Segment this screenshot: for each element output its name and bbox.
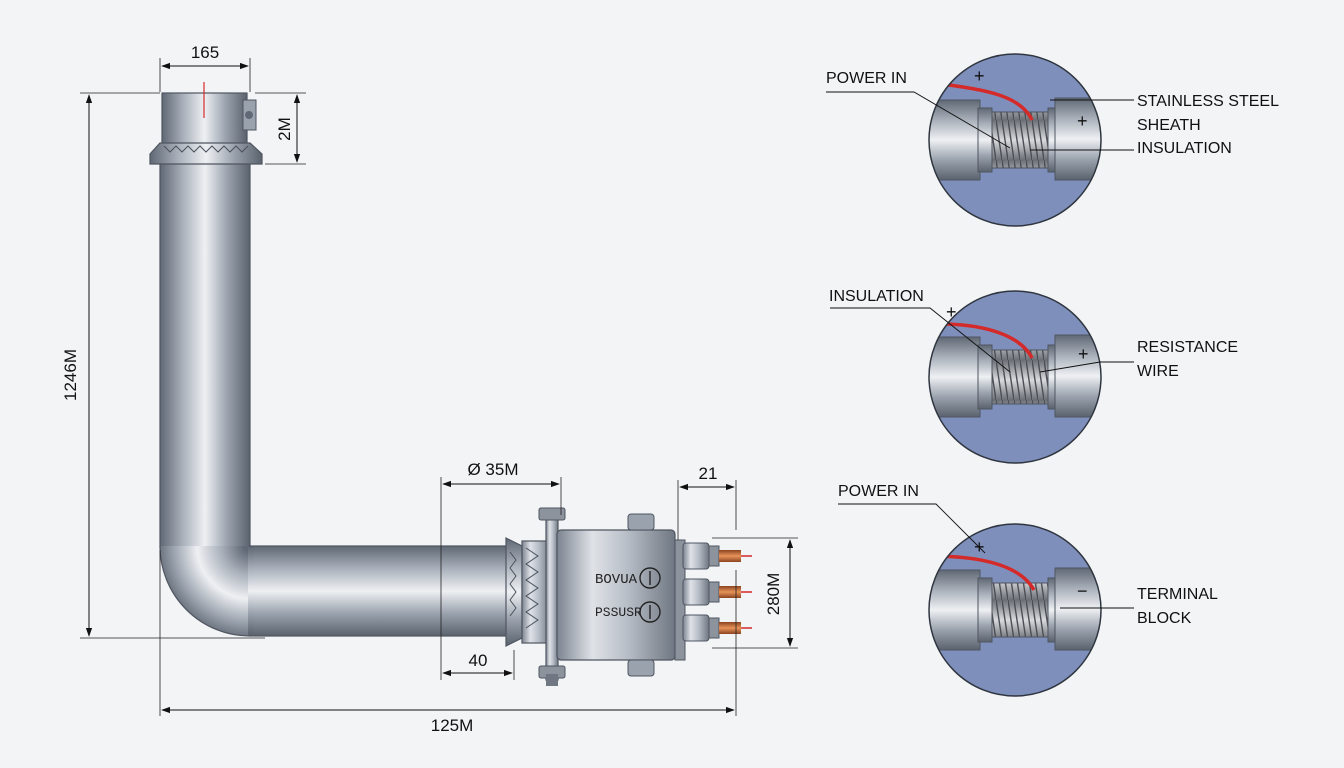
detail1-label-insulation: INSULATION xyxy=(1137,140,1232,157)
dim-flange-height: 2M xyxy=(275,117,294,141)
detail1-sign-right: + xyxy=(1077,111,1088,131)
dim-total-height: 1246M xyxy=(61,349,80,401)
pipe-collar xyxy=(505,537,551,647)
top-flange xyxy=(149,82,263,165)
heater-pipe xyxy=(159,159,513,637)
detail-view-1: + + POWER IN STAINLESS STEEL SHEATH INSU… xyxy=(826,53,1279,227)
dim-terminal-height: 280M xyxy=(764,573,783,616)
terminal-studs xyxy=(674,539,752,661)
detail1-label-sheath-2: SHEATH xyxy=(1137,117,1201,134)
housing-text-2: PSSUSR xyxy=(595,605,642,620)
detail3-label-power-in: POWER IN xyxy=(838,483,919,500)
dimension-lines: 165 2M 1246M 125M Ø 35M 40 21 xyxy=(61,43,798,735)
detail-view-2: + + INSULATION RESISTANCE WIRE xyxy=(829,288,1238,464)
detail2-label-resistance: RESISTANCE xyxy=(1137,339,1238,356)
dim-pipe-diameter: Ø 35M xyxy=(467,460,518,479)
housing-text-1: BOVUA xyxy=(595,572,638,588)
detail2-sign-right: + xyxy=(1078,344,1089,364)
dim-total-length: 125M xyxy=(431,716,474,735)
detail3-sign-right: − xyxy=(1077,581,1088,601)
dim-flange-width: 165 xyxy=(191,43,219,62)
detail2-label-insulation: INSULATION xyxy=(829,288,924,305)
detail-view-3: + − POWER IN TERMINAL BLOCK xyxy=(838,483,1218,697)
terminal-housing: BOVUA PSSUSR xyxy=(538,507,752,686)
detail1-sign-left: + xyxy=(974,66,985,86)
detail1-label-power-in: POWER IN xyxy=(826,70,907,87)
dim-collar-length: 40 xyxy=(469,651,488,670)
detail2-label-wire: WIRE xyxy=(1137,363,1179,380)
detail1-label-sheath-1: STAINLESS STEEL xyxy=(1137,93,1279,110)
detail3-label-block: BLOCK xyxy=(1137,610,1192,627)
detail3-label-terminal: TERMINAL xyxy=(1137,586,1218,603)
detail2-sign-left: + xyxy=(946,302,957,322)
dim-terminal-length: 21 xyxy=(699,464,718,483)
